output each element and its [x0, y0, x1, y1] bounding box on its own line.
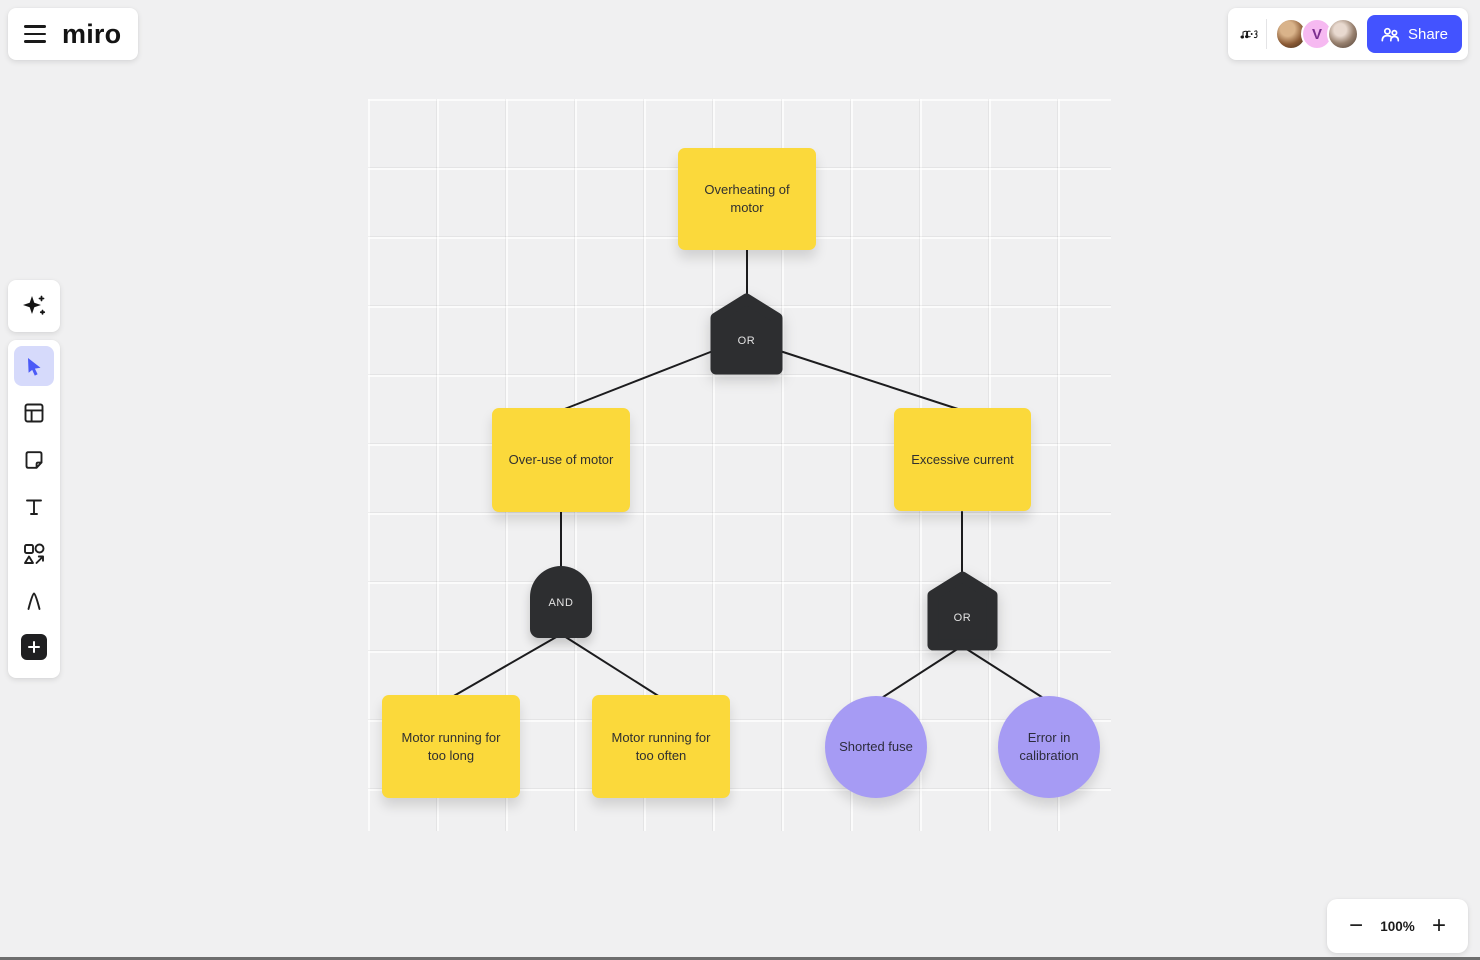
gate-label: OR: [737, 335, 756, 347]
text-tool[interactable]: [14, 487, 54, 527]
pen-icon: [27, 592, 41, 610]
sticky-label: Motor running for too long: [401, 729, 501, 763]
logo-card: miro: [8, 8, 138, 60]
frames-icon: [24, 403, 44, 423]
and-gate[interactable]: AND: [530, 566, 592, 638]
sticky-note-icon: [25, 451, 43, 469]
people-icon: [1381, 27, 1400, 42]
frames-tool[interactable]: [14, 393, 54, 433]
toolbar: [8, 340, 60, 678]
collaborator-avatars: V: [1274, 18, 1359, 50]
miro-logo[interactable]: miro: [62, 18, 122, 49]
plus-icon: [28, 641, 40, 653]
sticky-note-overuse[interactable]: Over-use of motor: [492, 408, 630, 512]
or-gate-2[interactable]: OR: [927, 571, 998, 651]
sticky-label: Motor running for too often: [611, 729, 711, 763]
share-button[interactable]: Share: [1366, 15, 1462, 53]
window-bottom-edge: [0, 957, 1480, 960]
gate-label: AND: [548, 597, 574, 609]
sticky-note-excessive-current[interactable]: Excessive current: [894, 408, 1031, 511]
cursor-icon: [28, 358, 41, 376]
sticky-note-too-often[interactable]: Motor running for too often: [592, 695, 730, 798]
pen-tool[interactable]: [14, 581, 54, 621]
shapes-tool[interactable]: [14, 534, 54, 574]
gate-label: OR: [953, 612, 972, 624]
and-gate-shape: [530, 566, 592, 638]
shapes-icon: [24, 543, 45, 564]
select-tool[interactable]: [14, 346, 54, 386]
or-gate-1[interactable]: OR: [710, 293, 783, 375]
text-icon: [26, 499, 42, 515]
circle-calibration-error[interactable]: Error in calibration: [998, 696, 1100, 798]
ai-tool-card: [8, 280, 60, 332]
circle-label: Error in calibration: [1019, 730, 1079, 763]
sticky-label: Overheating of motor: [704, 182, 790, 215]
share-button-label: Share: [1407, 25, 1448, 43]
zoom-controls: − 100% +: [1327, 899, 1468, 953]
zoom-in-button[interactable]: +: [1426, 914, 1452, 938]
music-note-doodle-icon: [1240, 30, 1258, 39]
add-tools-button[interactable]: [21, 634, 47, 660]
sticky-note-tool[interactable]: [14, 440, 54, 480]
sticky-label: Excessive current: [911, 451, 1014, 467]
sticky-label: Over-use of motor: [508, 452, 614, 468]
sticky-note-overheating[interactable]: Overheating of motor: [678, 148, 816, 250]
or-gate-shape: [710, 293, 783, 375]
circle-label: Shorted fuse: [839, 739, 913, 755]
circle-shorted-fuse[interactable]: Shorted fuse: [825, 696, 927, 798]
zoom-out-button[interactable]: −: [1343, 914, 1369, 938]
avatar-collaborator-2[interactable]: [1326, 18, 1359, 50]
main-menu-button[interactable]: [24, 25, 46, 43]
collaboration-card: V Share: [1228, 8, 1468, 60]
zoom-level[interactable]: 100%: [1380, 918, 1415, 934]
or-gate-shape: [927, 571, 998, 651]
ai-sparkle-icon[interactable]: [14, 286, 54, 326]
sticky-note-too-long[interactable]: Motor running for too long: [382, 695, 520, 798]
